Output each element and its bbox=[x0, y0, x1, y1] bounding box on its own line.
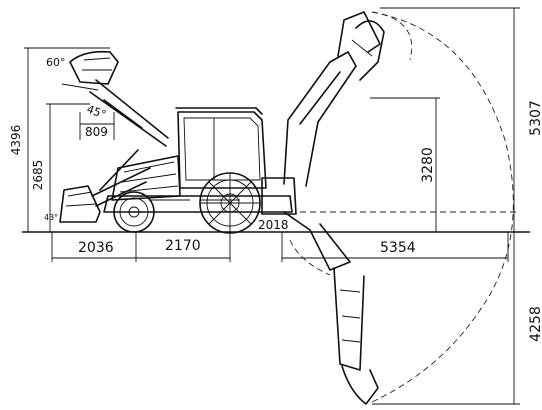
label-dig-depth: 4258 bbox=[528, 306, 542, 342]
rear-wheel bbox=[199, 172, 261, 234]
backhoe-arm-lowered bbox=[283, 211, 379, 405]
label-top-height: 4396 bbox=[9, 125, 23, 156]
label-bucket-angle: 43° bbox=[44, 213, 58, 222]
label-loader-tilt: 45° bbox=[85, 103, 108, 122]
label-rear-offset: 2018 bbox=[258, 218, 289, 232]
label-dig-reach: 5354 bbox=[380, 240, 416, 256]
backhoe-arm-raised bbox=[283, 11, 385, 187]
label-loader-height: 2685 bbox=[31, 160, 45, 191]
label-front-overhang: 2036 bbox=[78, 240, 114, 256]
label-loader-angle: 60° bbox=[46, 56, 66, 69]
front-loader-raised bbox=[61, 50, 169, 147]
label-max-height: 5307 bbox=[528, 100, 542, 136]
label-dump-height: 3280 bbox=[420, 147, 436, 183]
label-wheelbase: 2170 bbox=[165, 238, 201, 254]
front-loader-lowered bbox=[59, 149, 151, 223]
front-wheel bbox=[113, 191, 155, 233]
reach-envelope bbox=[289, 11, 520, 403]
label-loader-reach: 809 bbox=[85, 125, 108, 139]
